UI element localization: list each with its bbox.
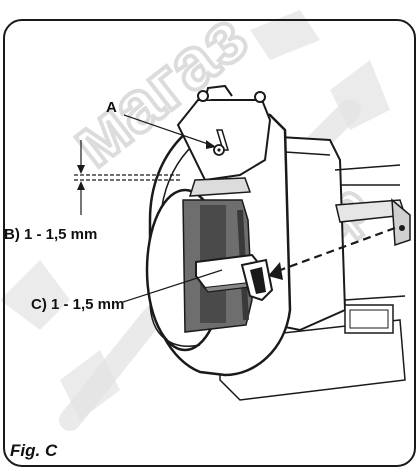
label-b-gap: B) 1 - 1,5 mm [4,226,98,243]
leader-c [122,269,223,303]
label-a: A [106,99,117,116]
assembly-arrow [274,226,396,274]
label-c-gap: C) 1 - 1,5 mm [31,296,125,313]
leader-a [123,114,215,147]
figure-frame [3,19,416,467]
figure-caption: Fig. C [10,441,58,460]
